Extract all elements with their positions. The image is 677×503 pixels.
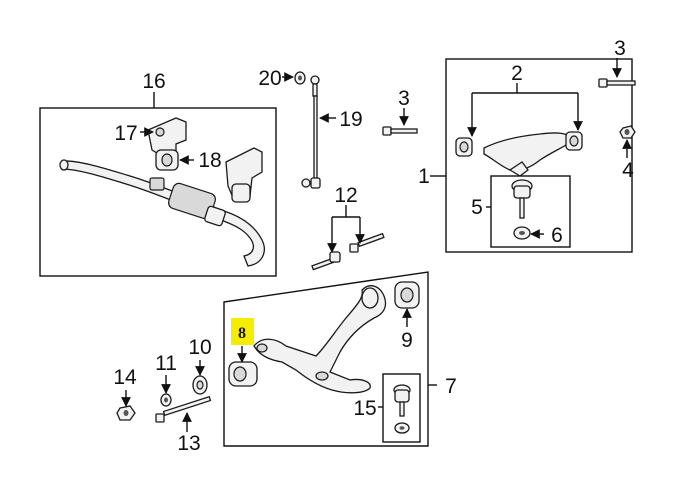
callout-17: 17 xyxy=(114,122,137,145)
callout-5: 5 xyxy=(471,196,483,219)
callout-3-right: 3 xyxy=(614,37,626,60)
lower-arm-bushing-9 xyxy=(394,281,420,309)
callout-6: 6 xyxy=(551,224,563,247)
callout-15: 15 xyxy=(353,397,376,420)
callout-7: 7 xyxy=(445,375,457,398)
nut-10 xyxy=(192,375,208,395)
callout-14: 14 xyxy=(113,366,137,389)
bolts-12 xyxy=(311,232,385,271)
upper-ball-joint-5 xyxy=(511,179,533,219)
callout-9: 9 xyxy=(401,329,413,352)
lower-arm-group-box xyxy=(223,271,429,447)
upper-arm-bushing-right xyxy=(565,131,583,151)
ball-joint-upper-box xyxy=(490,175,571,248)
upper-arm-bushing-left xyxy=(455,137,473,157)
leader-lines xyxy=(121,58,632,432)
callout-20: 20 xyxy=(258,67,281,90)
nut-14 xyxy=(116,405,136,421)
callout-1: 1 xyxy=(418,165,430,188)
stabilizer-group-box xyxy=(39,107,277,277)
nut-4 xyxy=(619,125,636,139)
lower-arm-bushing-8 xyxy=(228,361,258,387)
lower-ball-joint-15 xyxy=(393,384,411,434)
lower-control-arm xyxy=(253,285,387,394)
callout-13: 13 xyxy=(177,432,200,455)
bolt-3-right xyxy=(598,78,636,88)
callout-11: 11 xyxy=(155,352,177,375)
upper-arm-group-box xyxy=(445,58,633,253)
link-nut-20 xyxy=(294,71,306,85)
callout-16: 16 xyxy=(142,70,165,93)
callout-19: 19 xyxy=(339,108,362,131)
callout-18: 18 xyxy=(198,149,221,172)
stabilizer-bracket-right xyxy=(225,147,263,203)
ball-joint-lower-box xyxy=(382,373,421,443)
upper-ball-joint-nut-6 xyxy=(513,226,531,240)
stabilizer-bushing-assembly xyxy=(149,177,226,227)
washer-11 xyxy=(160,393,172,407)
callout-4: 4 xyxy=(622,159,634,182)
callout-2: 2 xyxy=(511,62,523,85)
bolt-13 xyxy=(155,395,212,423)
callout-10: 10 xyxy=(188,336,211,359)
callout-3-center: 3 xyxy=(398,87,410,110)
callout-12: 12 xyxy=(334,184,357,207)
stabilizer-link xyxy=(301,75,321,189)
upper-control-arm xyxy=(483,132,575,177)
bolt-3-center xyxy=(382,126,418,136)
highlight-8 xyxy=(231,318,254,345)
callout-8: 8 xyxy=(238,325,246,342)
stabilizer-bushing-18 xyxy=(155,149,179,171)
